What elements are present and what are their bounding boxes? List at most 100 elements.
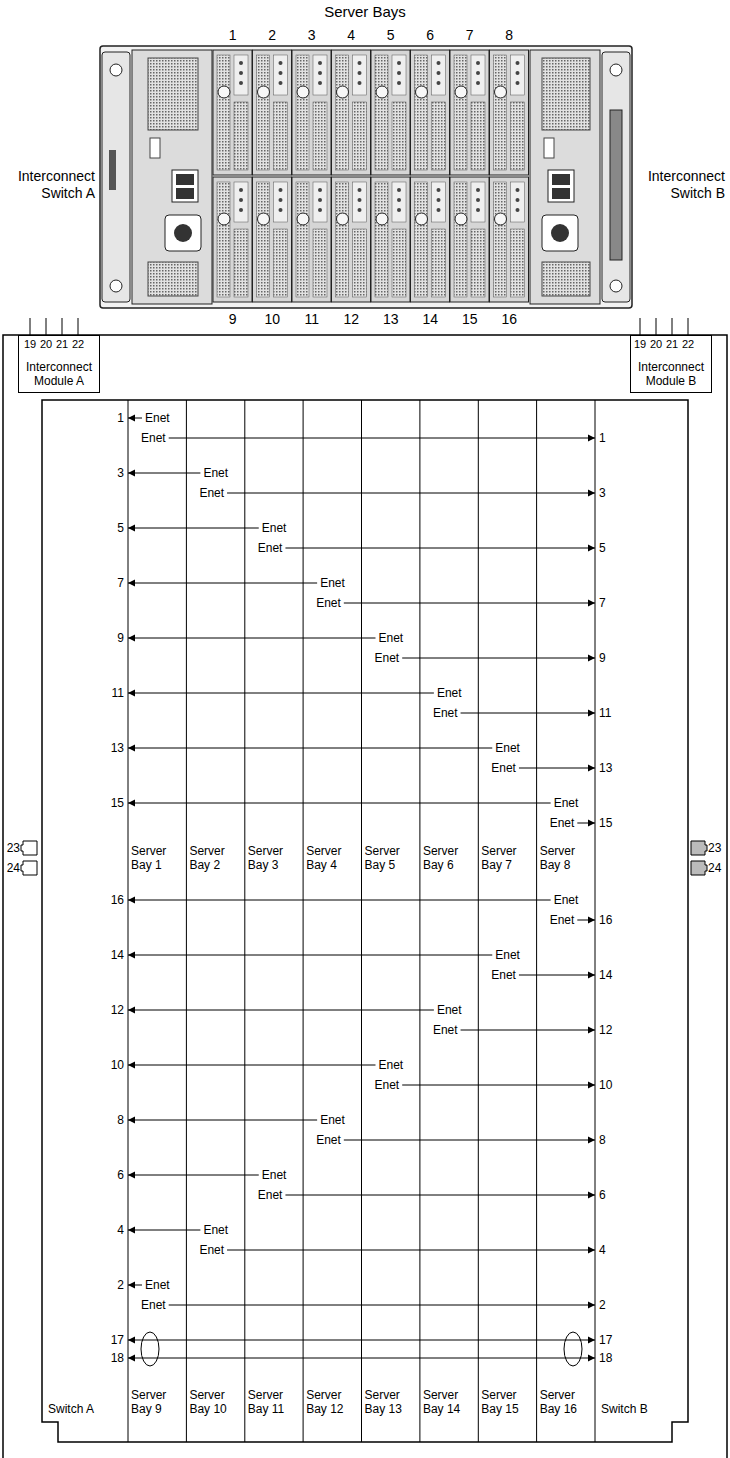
blade-enclosure (544, 138, 554, 158)
arrowhead (588, 1355, 595, 1362)
arrowhead (128, 1062, 135, 1069)
arrowhead (588, 1247, 595, 1254)
blade-led (397, 188, 401, 192)
edge-label: Enet (378, 631, 405, 645)
node-text: Interconnect Module B (633, 360, 709, 388)
blade-led (279, 81, 283, 85)
edge-label: Enet (432, 1023, 459, 1037)
port-number: 11 (599, 706, 629, 720)
blade-led (318, 81, 322, 85)
blade-vent (375, 55, 388, 170)
bay-number: 10 (257, 311, 287, 327)
ethernet-link (128, 690, 434, 697)
diagram-frame (42, 400, 688, 1442)
blade-handle (258, 213, 270, 225)
arrowhead (588, 710, 595, 717)
blade-enclosure (610, 110, 622, 260)
blade-led (279, 208, 283, 212)
connector-line (461, 1030, 595, 1031)
connector-line (519, 975, 595, 976)
blade-panel (313, 182, 327, 222)
port-number: 23 (3, 841, 20, 855)
node-text: Server Bay 8 (540, 844, 593, 872)
connector-line (519, 768, 595, 769)
arrowhead (588, 1082, 595, 1089)
edge-label: Enet (140, 1298, 167, 1312)
blade-panel (432, 182, 446, 222)
blade-panel (511, 182, 525, 222)
server-blade (213, 50, 252, 175)
blade-led (476, 208, 480, 212)
blade-led (516, 61, 520, 65)
port-number: 1 (599, 431, 629, 445)
connector-line (128, 1010, 434, 1011)
blade-enclosure (542, 262, 590, 296)
blade-vent (217, 182, 230, 297)
ethernet-link (128, 635, 376, 642)
ethernet-link (461, 1027, 595, 1034)
diagram-frame (128, 400, 595, 1442)
pin-number: 20 (38, 338, 54, 351)
server-bay: Server Bay 1 (128, 400, 186, 878)
port-number: 24 (3, 861, 20, 875)
edge-label: Enet (315, 1133, 342, 1147)
blade-led (279, 71, 283, 75)
blade-led (279, 188, 283, 192)
arrowhead (588, 820, 595, 827)
blade-panel (313, 55, 327, 95)
node-text: Server Bay 15 (481, 1388, 534, 1416)
connector-line (128, 528, 259, 529)
ethernet-link (128, 1282, 142, 1289)
connector-line (128, 900, 551, 901)
server-bay: Server Bay 15 (478, 878, 536, 1442)
edge-label: Enet (374, 1078, 401, 1092)
edge-label: Enet (198, 1243, 225, 1257)
blade-panel (392, 55, 406, 95)
ethernet-link (169, 435, 595, 442)
ethernet-link (128, 800, 551, 807)
blade-vent (415, 182, 428, 297)
node-text: Server Bay 1 (131, 844, 184, 872)
node-text: Server Bay 2 (189, 844, 242, 872)
node-text: Server Bay 16 (540, 1388, 593, 1416)
connector-line (128, 955, 492, 956)
blade-handle (455, 213, 467, 225)
bay-number: 7 (455, 27, 485, 43)
server-bay: Server Bay 10 (186, 878, 244, 1442)
port-number: 2 (599, 1298, 629, 1312)
switch-region: Switch B (595, 400, 688, 1422)
node-text: Interconnect Module A (21, 360, 97, 388)
port-number: 17 (599, 1333, 629, 1347)
blade-handle (416, 86, 428, 98)
blade-led (358, 188, 362, 192)
arrowhead (128, 415, 135, 422)
arrowhead (128, 800, 135, 807)
diagram-frame (3, 335, 727, 1458)
node-text: Server Bay 14 (423, 1388, 476, 1416)
blade-vent (432, 102, 446, 170)
pin-number: 21 (54, 338, 70, 351)
node-text: Server Bay 6 (423, 844, 476, 872)
blade-vent (392, 229, 406, 297)
port-number: 16 (94, 893, 124, 907)
server-bay: Server Bay 16 (537, 878, 595, 1442)
blade-vent (336, 182, 349, 297)
ethernet-link (169, 1302, 595, 1309)
arrowhead (588, 972, 595, 979)
port-number: 4 (599, 1243, 629, 1257)
blade-vent (274, 229, 288, 297)
server-bay: Server Bay 14 (420, 878, 478, 1442)
server-blade (371, 177, 410, 302)
ethernet-link (128, 415, 142, 422)
connector-line (169, 1305, 595, 1306)
port-number: 13 (599, 761, 629, 775)
server-blade (253, 50, 292, 175)
title: Server Bays (215, 3, 515, 21)
ethernet-link (128, 470, 200, 477)
edge-label: Enet (144, 411, 171, 425)
blade-panel (432, 55, 446, 95)
blade-led (239, 61, 243, 65)
server-blade (213, 177, 252, 302)
blade-handle (376, 213, 388, 225)
